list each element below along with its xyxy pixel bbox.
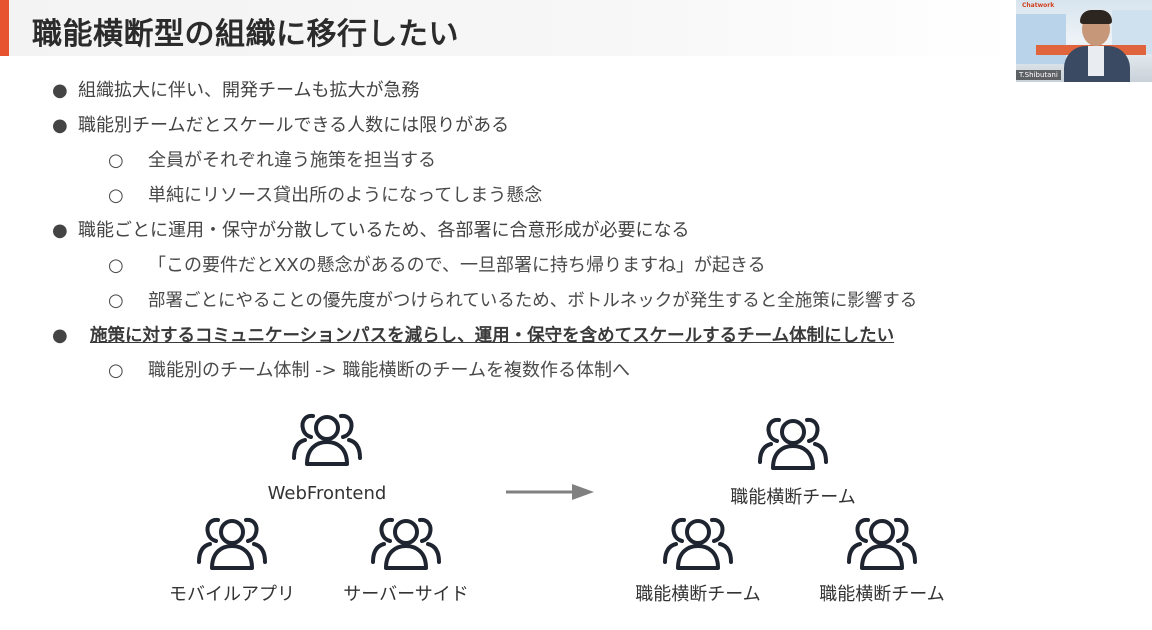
slide-title: 職能横断型の組織に移行したい: [32, 17, 459, 52]
sub-bullet-text: 単純にリソース貸出所のようになってしまう懸念: [148, 185, 543, 206]
video-logo: Chatwork: [1022, 2, 1055, 9]
people-group-icon: [196, 510, 268, 572]
people-group-icon: [846, 510, 918, 572]
team-label-crossfunctional: 職能横断チーム: [635, 584, 761, 605]
speaker-shirt: [1088, 46, 1104, 76]
bullet-text: 組織拡大に伴い、開発チームも拡大が急務: [78, 80, 420, 101]
title-accent-stripe: [0, 0, 9, 56]
team-label-crossfunctional: 職能横断チーム: [819, 584, 945, 605]
team-label-serverside: サーバーサイド: [343, 584, 469, 605]
sub-bullet-mark: ○: [108, 290, 124, 311]
bullet-mark: ●: [52, 115, 68, 136]
people-group-icon: [662, 510, 734, 572]
sub-bullet-mark: ○: [108, 150, 124, 171]
sub-bullet-mark: ○: [108, 255, 124, 276]
team-label-crossfunctional: 職能横断チーム: [730, 487, 856, 508]
bullet-mark: ●: [52, 80, 68, 101]
sub-bullet-mark: ○: [108, 185, 124, 206]
sub-bullet-mark: ○: [108, 360, 124, 381]
sub-bullet-text: 部署ごとにやることの優先度がつけられているため、ボトルネックが発生すると全施策に…: [148, 291, 918, 311]
bullet-mark: ●: [52, 220, 68, 241]
key-bullet-text: 施策に対するコミュニケーションパスを減らし、運用・保守を含めてスケールするチーム…: [90, 326, 895, 346]
people-group-icon: [291, 406, 363, 468]
team-label-mobile: モバイルアプリ: [169, 584, 295, 605]
video-background-window: [1016, 14, 1066, 64]
sub-bullet-text: 職能別のチーム体制 -> 職能横断のチームを複数作る体制へ: [148, 360, 630, 381]
speaker-hair: [1080, 10, 1112, 24]
bullet-text: 職能別チームだとスケールできる人数には限りがある: [78, 115, 510, 136]
people-group-icon: [757, 410, 829, 472]
speaker-name-tag: T.Shibutani: [1016, 70, 1061, 80]
arrow-right-icon: [506, 484, 594, 500]
sub-bullet-text: 「この要件だとXXの懸念があるので、一旦部署に持ち帰りますね」が起きる: [148, 255, 766, 276]
speaker-video-thumbnail[interactable]: Chatwork T.Shibutani: [1016, 0, 1152, 82]
team-label-webfrontend: WebFrontend: [267, 483, 387, 504]
sub-bullet-text: 全員がそれぞれ違う施策を担当する: [148, 150, 436, 171]
bullet-mark: ●: [52, 325, 68, 346]
bullet-text: 職能ごとに運用・保守が分散しているため、各部署に合意形成が必要になる: [78, 220, 690, 241]
people-group-icon: [370, 510, 442, 572]
slide-title-bar: 職能横断型の組織に移行したい: [0, 0, 1016, 56]
